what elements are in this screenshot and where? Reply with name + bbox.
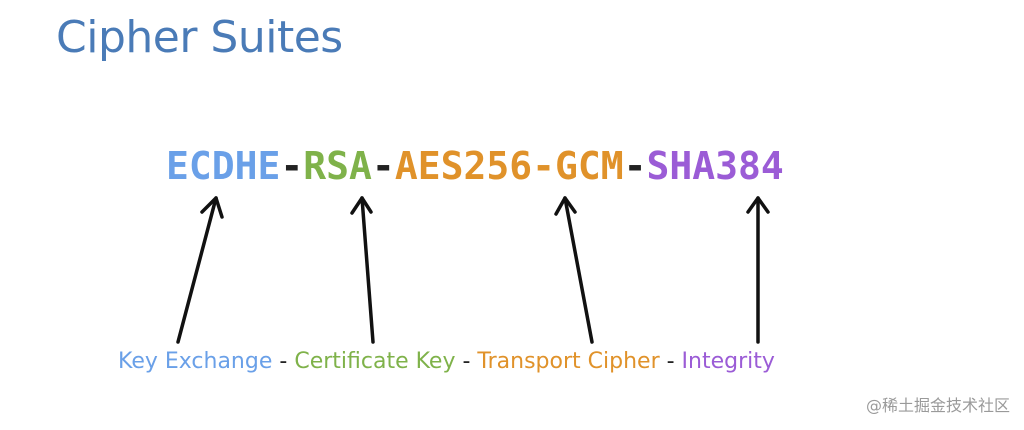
suite-part-integrity: SHA384	[646, 144, 784, 188]
arrow-integrity	[746, 196, 770, 344]
label-integrity: Integrity	[681, 349, 775, 374]
suite-part-certificate-key: RSA	[303, 144, 372, 188]
label-key-exchange: Key Exchange	[118, 349, 273, 374]
label-certificate-key: Certificate Key	[294, 349, 456, 374]
label-separator: -	[272, 349, 295, 374]
arrow-transport-cipher	[554, 196, 594, 344]
suite-part-key-exchange: ECDHE	[166, 144, 281, 188]
suite-separator: -	[280, 144, 304, 188]
arrow-key-exchange	[176, 196, 224, 344]
page-title: Cipher Suites	[56, 12, 343, 63]
label-transport-cipher: Transport Cipher	[477, 349, 660, 374]
suite-part-transport-cipher: AES256-GCM	[394, 144, 624, 188]
label-separator: -	[455, 349, 478, 374]
arrow-certificate-key	[350, 196, 375, 344]
label-separator: -	[659, 349, 682, 374]
watermark: @稀土掘金技术社区	[865, 396, 1010, 415]
suite-separator: -	[623, 144, 647, 188]
cipher-suite-string: ECDHE - RSA - AES256-GCM - SHA384	[166, 140, 784, 192]
suite-separator: -	[371, 144, 395, 188]
component-labels: Key Exchange - Certificate Key - Transpo…	[118, 344, 775, 380]
arrow-group	[176, 196, 770, 344]
